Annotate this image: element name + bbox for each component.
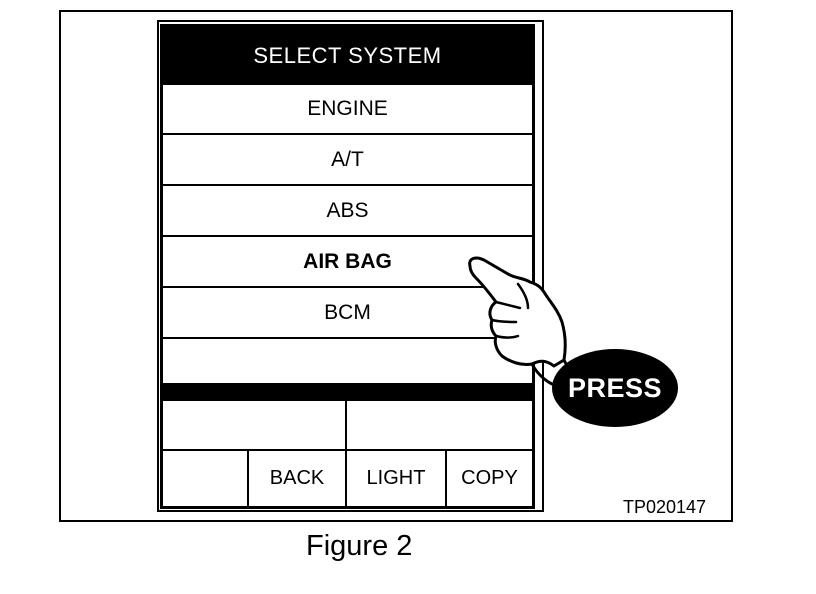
menu-item-at[interactable]: A/T [163, 136, 532, 186]
menu-item-engine[interactable]: ENGINE [163, 85, 532, 135]
pointing-hand-icon [468, 256, 580, 386]
press-callout: PRESS [552, 349, 678, 427]
back-button[interactable]: BACK [249, 451, 347, 506]
copy-button[interactable]: COPY [461, 467, 518, 489]
status-row [163, 401, 532, 451]
figure-code: TP020147 [623, 497, 707, 517]
touch-screen: SELECT SYSTEM ENGINE A/T ABS AIR BAG BCM… [160, 24, 535, 509]
status-cell-right [347, 401, 532, 449]
blank-button[interactable] [163, 451, 249, 506]
menu-item-air-bag[interactable]: AIR BAG [163, 238, 532, 288]
menu-item-bcm[interactable]: BCM [163, 289, 532, 339]
light-button[interactable]: LIGHT [347, 451, 447, 506]
button-bar: BACK LIGHT COPY [163, 451, 532, 506]
figure-frame [59, 10, 733, 522]
status-cell-left [163, 401, 347, 449]
menu-item-abs[interactable]: ABS [163, 187, 532, 237]
divider-bar [163, 383, 532, 401]
screen-title: SELECT SYSTEM [163, 27, 532, 85]
figure-caption: Figure 2 [306, 530, 413, 562]
